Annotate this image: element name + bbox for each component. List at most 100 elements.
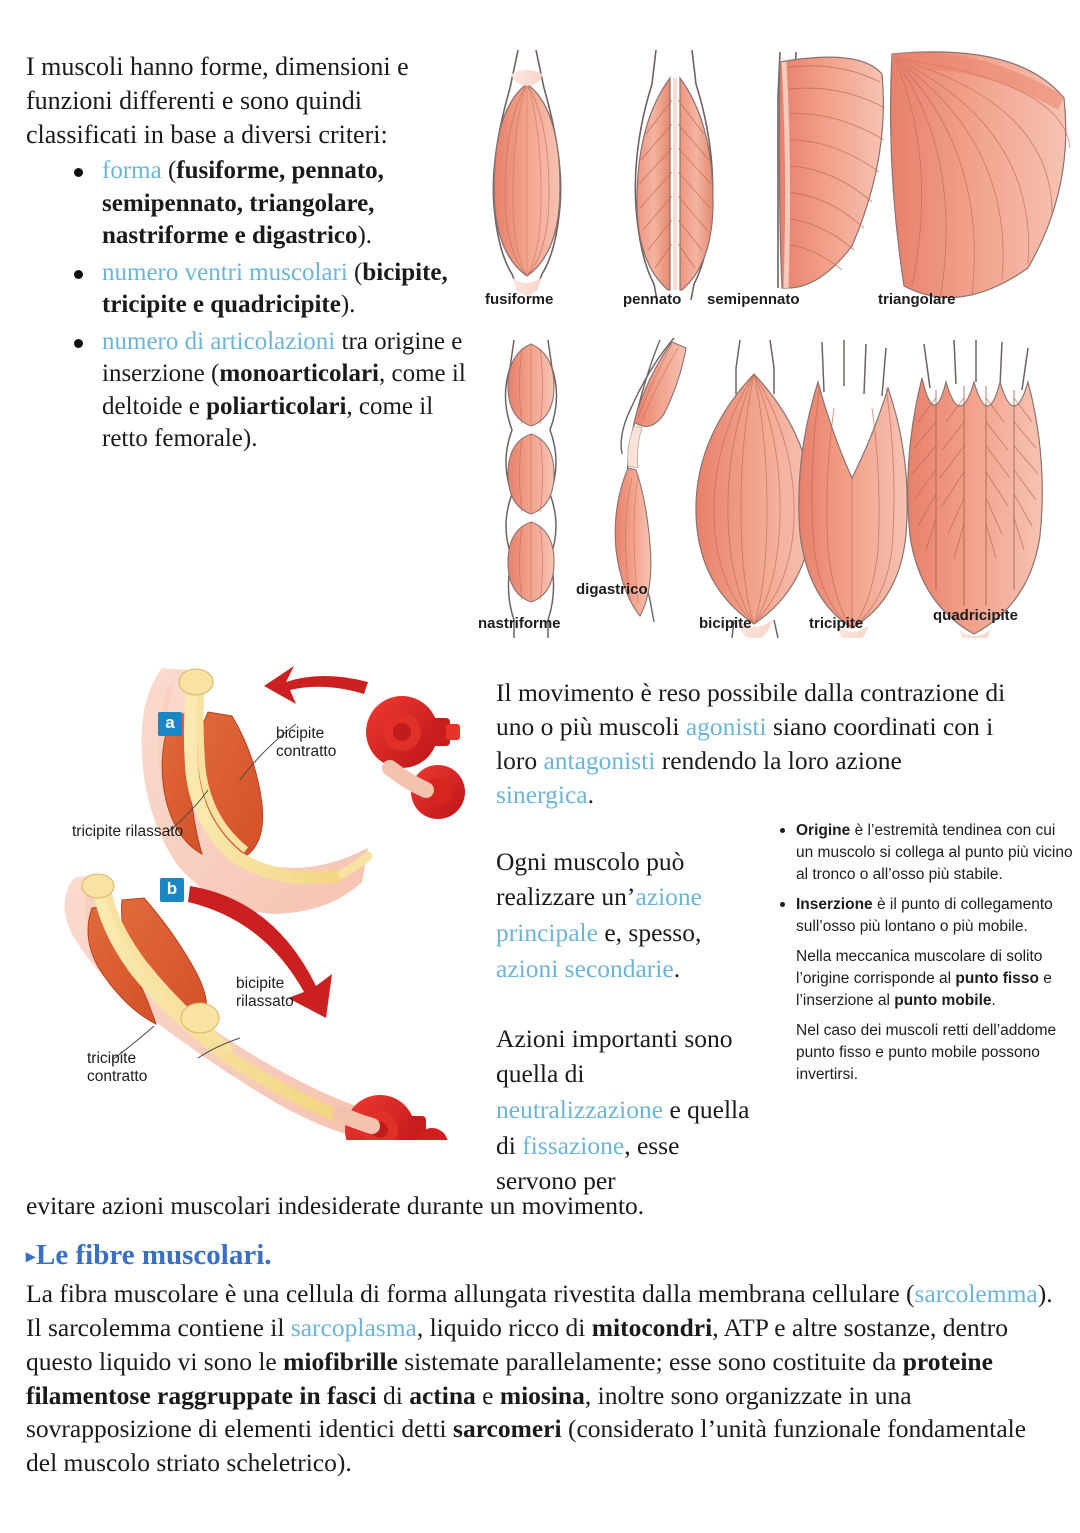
intro-lead: I muscoli hanno forme, dimensioni e funz…: [26, 52, 409, 149]
label-bicipite-contratto: bicipite contratto: [276, 725, 337, 761]
fib-p2-b: , liquido ricco di: [416, 1312, 592, 1342]
criteria-paren-close-1: ).: [340, 291, 356, 319]
criteria-bold-poli: poliarticolari: [206, 392, 347, 420]
fibers-paragraph-1: La fibra muscolare è una cellula di form…: [26, 1277, 1056, 1311]
fib-bold-miofibrille: miofibrille: [283, 1346, 398, 1376]
shape-digastrico: [614, 337, 687, 623]
action-t2: e, spesso,: [597, 917, 702, 947]
figure-label-fusiforme: fusiforme: [485, 291, 554, 308]
fibers-section: ▸Le fibre muscolari. La fibra muscolare …: [26, 1238, 1056, 1480]
important-t3: , esse servono per: [496, 1130, 680, 1196]
action-t1: Ogni muscolo può realizzare un’: [496, 846, 685, 912]
dumbbell-a: [366, 696, 465, 819]
movement-term-antagonisti: antagonisti: [543, 745, 656, 775]
criteria-item-articolazioni: numero di articolazioni tra origine e in…: [72, 326, 476, 456]
criteria-paren-close-0: ).: [357, 222, 373, 250]
figure-label-triangolare: triangolare: [878, 291, 956, 308]
intro-block: I muscoli hanno forme, dimensioni e funz…: [26, 50, 476, 460]
shape-fusiforme: [492, 49, 562, 296]
definitions-box: Origine è l’estremità tendinea con cui u…: [776, 820, 1076, 1094]
definition-inserzione: Inserzione è il punto di collegamento su…: [776, 894, 1076, 938]
fib-term-sarcolemma: sarcolemma: [914, 1278, 1038, 1308]
criteria-paren-open-1: (: [347, 258, 363, 286]
criteria-term-ventri: numero ventri muscolari: [102, 258, 348, 286]
panel-badge-a: a: [158, 712, 182, 736]
label-tricipite-rilassato: tricipite rilassato: [72, 823, 184, 840]
fibers-heading-text: Le fibre muscolari.: [36, 1239, 272, 1271]
shape-nastriforme: [504, 339, 558, 638]
definition-text-origine: è l’estremità tendinea con cui un muscol…: [796, 822, 1073, 883]
figure-label-pennato: pennato: [623, 291, 682, 308]
figure-label-quadricipite: quadricipite: [933, 607, 1019, 624]
important-term-neutralizzazione: neutralizzazione: [496, 1094, 664, 1124]
muscle-shapes-figure: fusiforme pennato semipennato triangolar…: [478, 38, 1078, 638]
fib-term-sarcoplasma: sarcoplasma: [290, 1312, 417, 1342]
movement-term-agonisti: agonisti: [685, 711, 767, 741]
movement-t1: Il movimento è reso possibile dalla cont…: [496, 677, 1006, 741]
dumbbell-b: [332, 1095, 448, 1165]
action-t3: .: [673, 953, 681, 983]
movement-t3: rendendo la loro azione: [655, 745, 902, 775]
action-term-principale: azione principale: [496, 882, 702, 947]
note1-c: e l’inserzione al: [796, 970, 1052, 1009]
note1-punto-mobile: punto mobile: [894, 992, 992, 1009]
arm-figure-svg: [64, 666, 465, 1165]
action-term-secondarie: azioni secondarie: [496, 953, 674, 983]
fib-p2-f: e: [475, 1380, 500, 1410]
triangle-bullet-icon: ▸: [26, 1246, 36, 1266]
important-term-fissazione: fissazione: [522, 1130, 625, 1160]
important-t1: Azioni importanti sono quella di: [496, 1023, 733, 1089]
shape-tricipite: [798, 340, 908, 638]
criteria-mid-3: , come il retto femorale).: [102, 392, 434, 453]
movement-term-sinergica: sinergica: [496, 779, 588, 809]
definition-origine: Origine è l’estremità tendinea con cui u…: [776, 820, 1076, 886]
action-paragraph: Ogni muscolo può realizzare un’azione pr…: [496, 844, 754, 987]
note1-a: Nella meccanica muscolare di solito l’or…: [796, 948, 1043, 987]
label-bicipite-rilassato: bicipite rilassato: [236, 975, 294, 1011]
movement-paragraph: Il movimento è reso possibile dalla cont…: [496, 676, 1006, 813]
figure-label-bicipite: bicipite: [699, 615, 752, 632]
fib-p2-h: (considerato l’unità funzionale fondamen…: [26, 1414, 1027, 1478]
criteria-term-forma: forma: [102, 157, 162, 185]
definition-term-inserzione: Inserzione: [796, 896, 873, 913]
shape-bicipite: [695, 339, 813, 638]
important-t2: e quella di: [496, 1094, 750, 1160]
criteria-paren-open-0: (: [161, 157, 177, 185]
fib-bold-actina: actina: [409, 1380, 476, 1410]
criteria-mid-1: tra origine e inserzione (: [102, 327, 463, 388]
figure-label-tricipite: tricipite: [809, 615, 864, 632]
label-tricipite-contratto: tricipite contratto: [87, 1050, 148, 1086]
muscle-shapes-svg: [492, 49, 1071, 638]
figure-label-digastrico: digastrico: [576, 581, 648, 598]
fibers-heading: ▸Le fibre muscolari.: [26, 1238, 1056, 1273]
criteria-item-ventri: numero ventri muscolari (bicipite, trici…: [72, 257, 476, 322]
arm-contraction-figure: a b bicipite contratto tricipite rilassa…: [50, 660, 480, 1165]
note1-punto-fisso: punto fisso: [955, 970, 1039, 987]
movement-t4: .: [587, 779, 594, 809]
criteria-list: forma (fusiforme, pennato, semipennato, …: [26, 155, 476, 456]
fib-bold-mitocondri: mitocondri: [591, 1312, 713, 1342]
shape-semipennato: [777, 51, 886, 289]
arm-leader-lines: [111, 723, 297, 1061]
shape-quadricipite: [907, 339, 1043, 638]
definition-text-inserzione: è il punto di collegamento sull’osso più…: [796, 896, 1053, 935]
arm-panel-b: [64, 873, 448, 1165]
fibers-paragraph-2: Il sarcolemma contiene il sarcoplasma, l…: [26, 1311, 1056, 1481]
definitions-note-1: Nella meccanica muscolare di solito l’or…: [796, 946, 1076, 1012]
panel-badge-b: b: [160, 878, 184, 902]
definitions-list: Origine è l’estremità tendinea con cui u…: [776, 820, 1076, 938]
arm-panel-a: [141, 666, 465, 914]
fib-p1-b: ).: [1037, 1278, 1053, 1308]
important-actions-paragraph: Azioni importanti sono quella di neutral…: [496, 1021, 754, 1199]
definitions-note-2: Nel caso dei muscoli retti dell’addome p…: [796, 1022, 1057, 1083]
fib-p1-a: La fibra muscolare è una cellula di form…: [26, 1278, 915, 1308]
criteria-values-ventri: bicipite, tricipite e quadricipite: [102, 258, 448, 319]
fib-p2-g: , inoltre sono organizzate in una sovrap…: [26, 1380, 912, 1444]
criteria-item-forma: forma (fusiforme, pennato, semipennato, …: [72, 155, 476, 253]
shape-triangolare: [889, 51, 1071, 301]
closing-line: evitare azioni muscolari indesiderate du…: [26, 1190, 645, 1220]
figure-label-semipennato: semipennato: [707, 291, 800, 308]
criteria-values-forma: fusiforme, pennato, semipennato, triango…: [102, 157, 384, 250]
fib-p2-a: Il sarcolemma contiene il: [26, 1312, 291, 1342]
